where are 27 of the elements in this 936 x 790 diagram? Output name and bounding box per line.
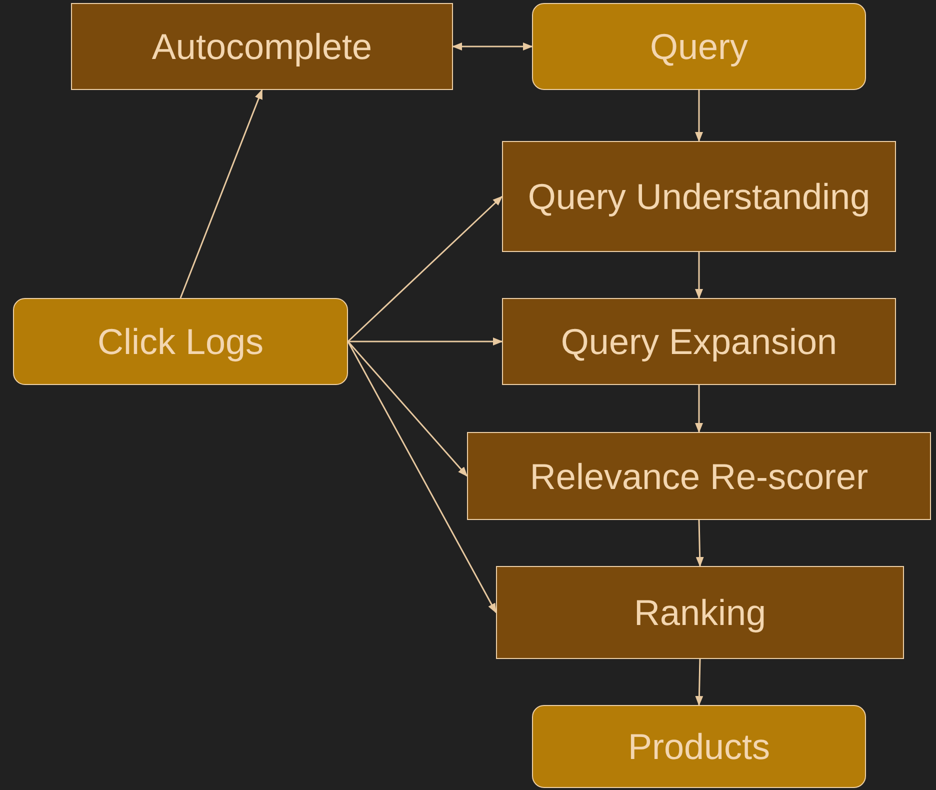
arrow (695, 385, 703, 433)
node-label: Autocomplete (152, 25, 372, 69)
arrow (695, 658, 704, 706)
process-box (467, 432, 931, 520)
terminal-box (532, 705, 866, 788)
arrow (695, 90, 703, 142)
process-box (71, 3, 453, 90)
node-label: Query Expansion (560, 320, 838, 364)
process-box (502, 298, 896, 385)
arrow (695, 252, 703, 299)
arrow (348, 338, 503, 346)
arrow (452, 42, 533, 50)
arrow (180, 89, 263, 298)
process-box (496, 566, 904, 659)
arrow (696, 520, 704, 567)
node-label: Query Understanding (528, 175, 870, 219)
node-label: Products (628, 725, 770, 769)
node-label: Click Logs (97, 320, 264, 364)
arrow (347, 341, 497, 614)
arrow (347, 341, 468, 477)
process-box (502, 141, 896, 252)
terminal-box (532, 3, 866, 90)
node-label: Relevance Re-scorer (530, 454, 868, 498)
node-label: Ranking (634, 591, 766, 635)
terminal-box (13, 298, 348, 385)
arrow (347, 196, 503, 342)
node-label: Query (650, 25, 748, 69)
